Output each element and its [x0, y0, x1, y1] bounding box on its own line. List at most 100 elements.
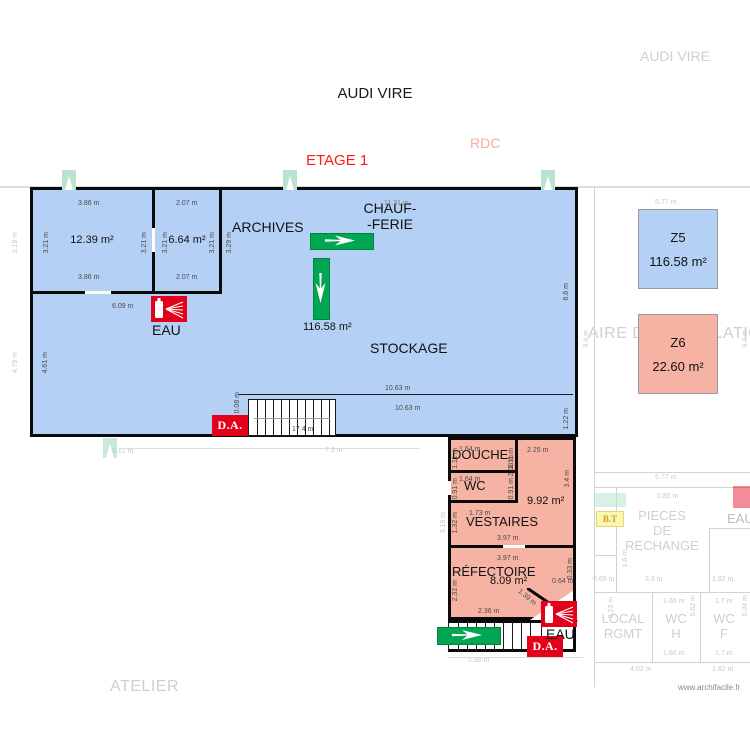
legend-z5-name: Z5: [670, 229, 686, 245]
dim-rdc-wcf-bottom: 1.82 m: [712, 666, 734, 673]
dim-stockage-inner-top: 10.63 m: [385, 385, 411, 392]
rdc-wall: [700, 592, 701, 662]
room-area-stockage: 116.58 m²: [303, 321, 352, 333]
dim-vestaires-top: 2.25 m: [527, 447, 549, 454]
dim-right-faded: 9.4 m: [583, 330, 590, 348]
dim-guide-line: [238, 394, 573, 395]
dim-bureau2-right: 3.21 m: [209, 232, 216, 254]
dim-outer-left-1: 3.19 m: [12, 232, 19, 254]
dim-pink-outer-left: 3.19 m: [440, 512, 447, 534]
eau-label-faded: EAU: [727, 511, 750, 526]
legend-item-z5[interactable]: Z5 116.58 m²: [638, 209, 718, 289]
legend-z6-area: 22.60 m²: [652, 358, 704, 374]
layer-label-etage: ETAGE 1: [306, 152, 369, 169]
dim-bureau2-left: 3.21 m: [162, 232, 169, 254]
dim-stockage-inner-bottom: 10.63 m: [395, 405, 421, 412]
dim-douche-top: 1.64 m: [459, 446, 481, 453]
dim-rdc-wc-f-2: 1.7 m: [715, 650, 733, 657]
exterior-wall: [573, 437, 576, 652]
dim-archives-left: 3.29 m: [226, 232, 233, 254]
fire-extinguisher-icon-bottom: [541, 601, 577, 627]
page-title: AUDI VIRE: [337, 85, 413, 102]
interior-wall: [448, 620, 576, 623]
dim-vestaires-small: 1.73 m: [469, 510, 491, 517]
dim-bureau2-bottom: 2.07 m: [176, 274, 198, 281]
stairs-etage: [248, 399, 336, 436]
interior-wall: [448, 649, 576, 652]
fire-extinguisher-icon: [733, 486, 750, 508]
room-area-vestaires: 9.92 m²: [527, 495, 565, 507]
fire-extinguisher-icon: [151, 296, 187, 322]
door-opening: [503, 545, 525, 548]
window-marker-icon: [283, 170, 297, 190]
da-badge-bottom[interactable]: D.A.: [527, 636, 563, 657]
watermark: www.archifacile.fr: [678, 683, 741, 692]
eau-label: EAU: [152, 322, 181, 338]
room-name-vestaires: VESTAIRES: [466, 514, 539, 529]
interior-wall: [219, 190, 222, 294]
dim-stair-left: 0.08 m: [234, 392, 241, 414]
dim-rdc-wc-h-2: 1.66 m: [663, 650, 685, 657]
dim-rdc-sub: 5.85 m: [657, 493, 679, 500]
interior-wall: [30, 291, 222, 294]
dim-douche-left: 1.11 m: [452, 448, 459, 469]
dim-archives-top-run: 6.09 m: [112, 303, 134, 310]
dim-bureau2-top: 2.07 m: [176, 200, 198, 207]
eau-label-bottom: EAU: [546, 626, 575, 642]
exit-sign-icon: [594, 493, 626, 507]
da-badge[interactable]: D.A.: [212, 415, 248, 436]
interior-wall: [448, 470, 518, 473]
dim-rdc-wc-f: 1.7 m: [715, 598, 733, 605]
label-atelier: ATELIER: [110, 678, 179, 695]
dim-refectoire-bottom: 2.36 m: [478, 608, 500, 615]
rdc-wall: [594, 555, 616, 556]
exit-sign-down-icon: [313, 258, 330, 320]
dim-stair-width: 17.4 m: [292, 426, 314, 433]
layer-label-rdc: RDC: [470, 135, 501, 151]
dim-rdc-small: 0.65 m: [593, 576, 615, 583]
room-area-bureau-2: 6.64 m²: [168, 234, 206, 246]
dim-stockage-left: 4.61 m: [42, 352, 49, 374]
room-name-stockage: STOCKAGE: [370, 340, 448, 356]
door-opening: [152, 228, 155, 252]
dim-chaufferie-top: 11.31 m: [384, 200, 409, 207]
rdc-wall: [594, 592, 750, 593]
legend-item-z6[interactable]: Z6 22.60 m²: [638, 314, 718, 394]
dim-bottom-stair: 2.88 m: [468, 657, 490, 664]
door-opening: [85, 291, 111, 294]
building-etage-main: [30, 187, 578, 437]
room-name-chaufferie: CHAUF--FERIE: [363, 200, 417, 232]
dim-vestaires-right: 3.4 m: [564, 470, 571, 488]
bt-picto: B.T: [596, 511, 624, 527]
dim-stockage-right-upper: 6.6 m: [563, 283, 570, 301]
rdc-wall: [652, 592, 653, 662]
dim-rdc-top: 5.77 m: [655, 199, 677, 206]
dim-vestaires-inner-right: 2.08 m: [508, 455, 515, 477]
page-title-ghost: AUDI VIRE: [639, 48, 710, 64]
legend-z5-area: 116.58 m²: [649, 253, 707, 269]
dim-vestaires-bottom: 3.97 m: [497, 535, 519, 542]
dim-rdc-wc-h: 1.66 m: [663, 598, 685, 605]
room-name-wc: WC: [464, 478, 486, 493]
dim-refectoire-left: 2.32 m: [452, 580, 459, 602]
dim-bureau1-right: 3.21 m: [141, 232, 148, 254]
window-marker-icon: [62, 170, 76, 190]
interior-wall: [515, 440, 518, 503]
legend-z6-name: Z6: [670, 334, 686, 350]
dim-bureau1-top: 3.86 m: [78, 200, 100, 207]
dim-outer-left-2: 4.79 m: [12, 352, 19, 374]
room-name-refectoire: RÉFECTOIRE: [452, 564, 536, 579]
dim-wc-top: 1.64 m: [459, 476, 481, 483]
dim-right-faded-2: 9.4 m: [742, 330, 749, 348]
dim-refectoire-right2: 0.64 m: [552, 578, 574, 585]
dim-rdc-mid: 3.3 m: [645, 576, 663, 583]
dim-bottom-left-faded: 6.12 m: [112, 448, 134, 455]
room-area-bureau-1: 12.39 m²: [70, 234, 114, 246]
rdc-wall: [616, 487, 617, 592]
dim-vestaires-left: 1.32 m: [452, 512, 459, 534]
dim-rdc-right: 1.82 m: [712, 576, 734, 583]
